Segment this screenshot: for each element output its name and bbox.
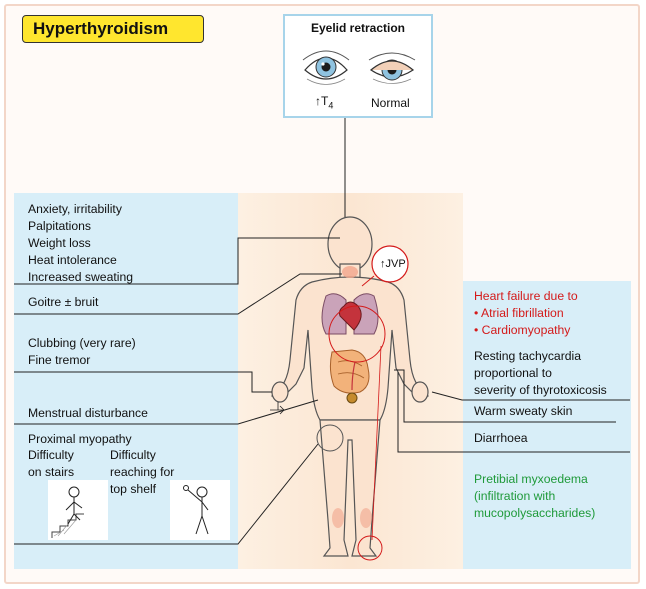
skin-text: Warm sweaty skin <box>474 404 573 418</box>
retracted-eye-icon <box>302 50 350 85</box>
diarrhoea-text: Diarrhoea <box>474 431 528 445</box>
right-panel <box>463 281 631 569</box>
tachycardia-text: Resting tachycardia proportional to seve… <box>474 349 607 397</box>
eyelid-inset: Eyelid retraction ↑T4 N <box>283 14 433 118</box>
left-connectors <box>14 237 342 545</box>
normal-eye-icon <box>368 52 416 84</box>
stick-figure-stairs-icon <box>51 486 84 538</box>
stairs-illustration <box>48 480 108 540</box>
heart-failure-text: Heart failure due to • Atrial fibrillati… <box>474 289 578 337</box>
stairs-label: Difficulty on stairs <box>28 448 75 479</box>
raised-t4-label: ↑T4 <box>315 94 334 111</box>
figure-title: Hyperthyroidism <box>22 15 204 43</box>
pretibial-text: Pretibial myxoedema (infiltration with m… <box>474 472 596 520</box>
shelf-label: Difficulty reaching for top shelf <box>110 448 175 496</box>
stick-figure-reaching-icon <box>183 485 209 535</box>
normal-label: Normal <box>371 96 410 110</box>
menstrual-label: Menstrual disturbance <box>28 406 148 420</box>
eyelid-title: Eyelid retraction <box>310 21 406 35</box>
goitre-label: Goitre ± bruit <box>28 295 99 309</box>
general-symptoms: Anxiety, irritability Palpitations Weigh… <box>28 202 134 284</box>
hand-signs: Clubbing (very rare) Fine tremor <box>28 336 136 367</box>
right-connectors <box>394 369 630 453</box>
eyes-illustration <box>302 50 416 85</box>
shelf-illustration <box>170 480 230 540</box>
myopathy-label: Proximal myopathy <box>28 432 132 446</box>
jvp-label: ↑JVP <box>380 258 406 270</box>
